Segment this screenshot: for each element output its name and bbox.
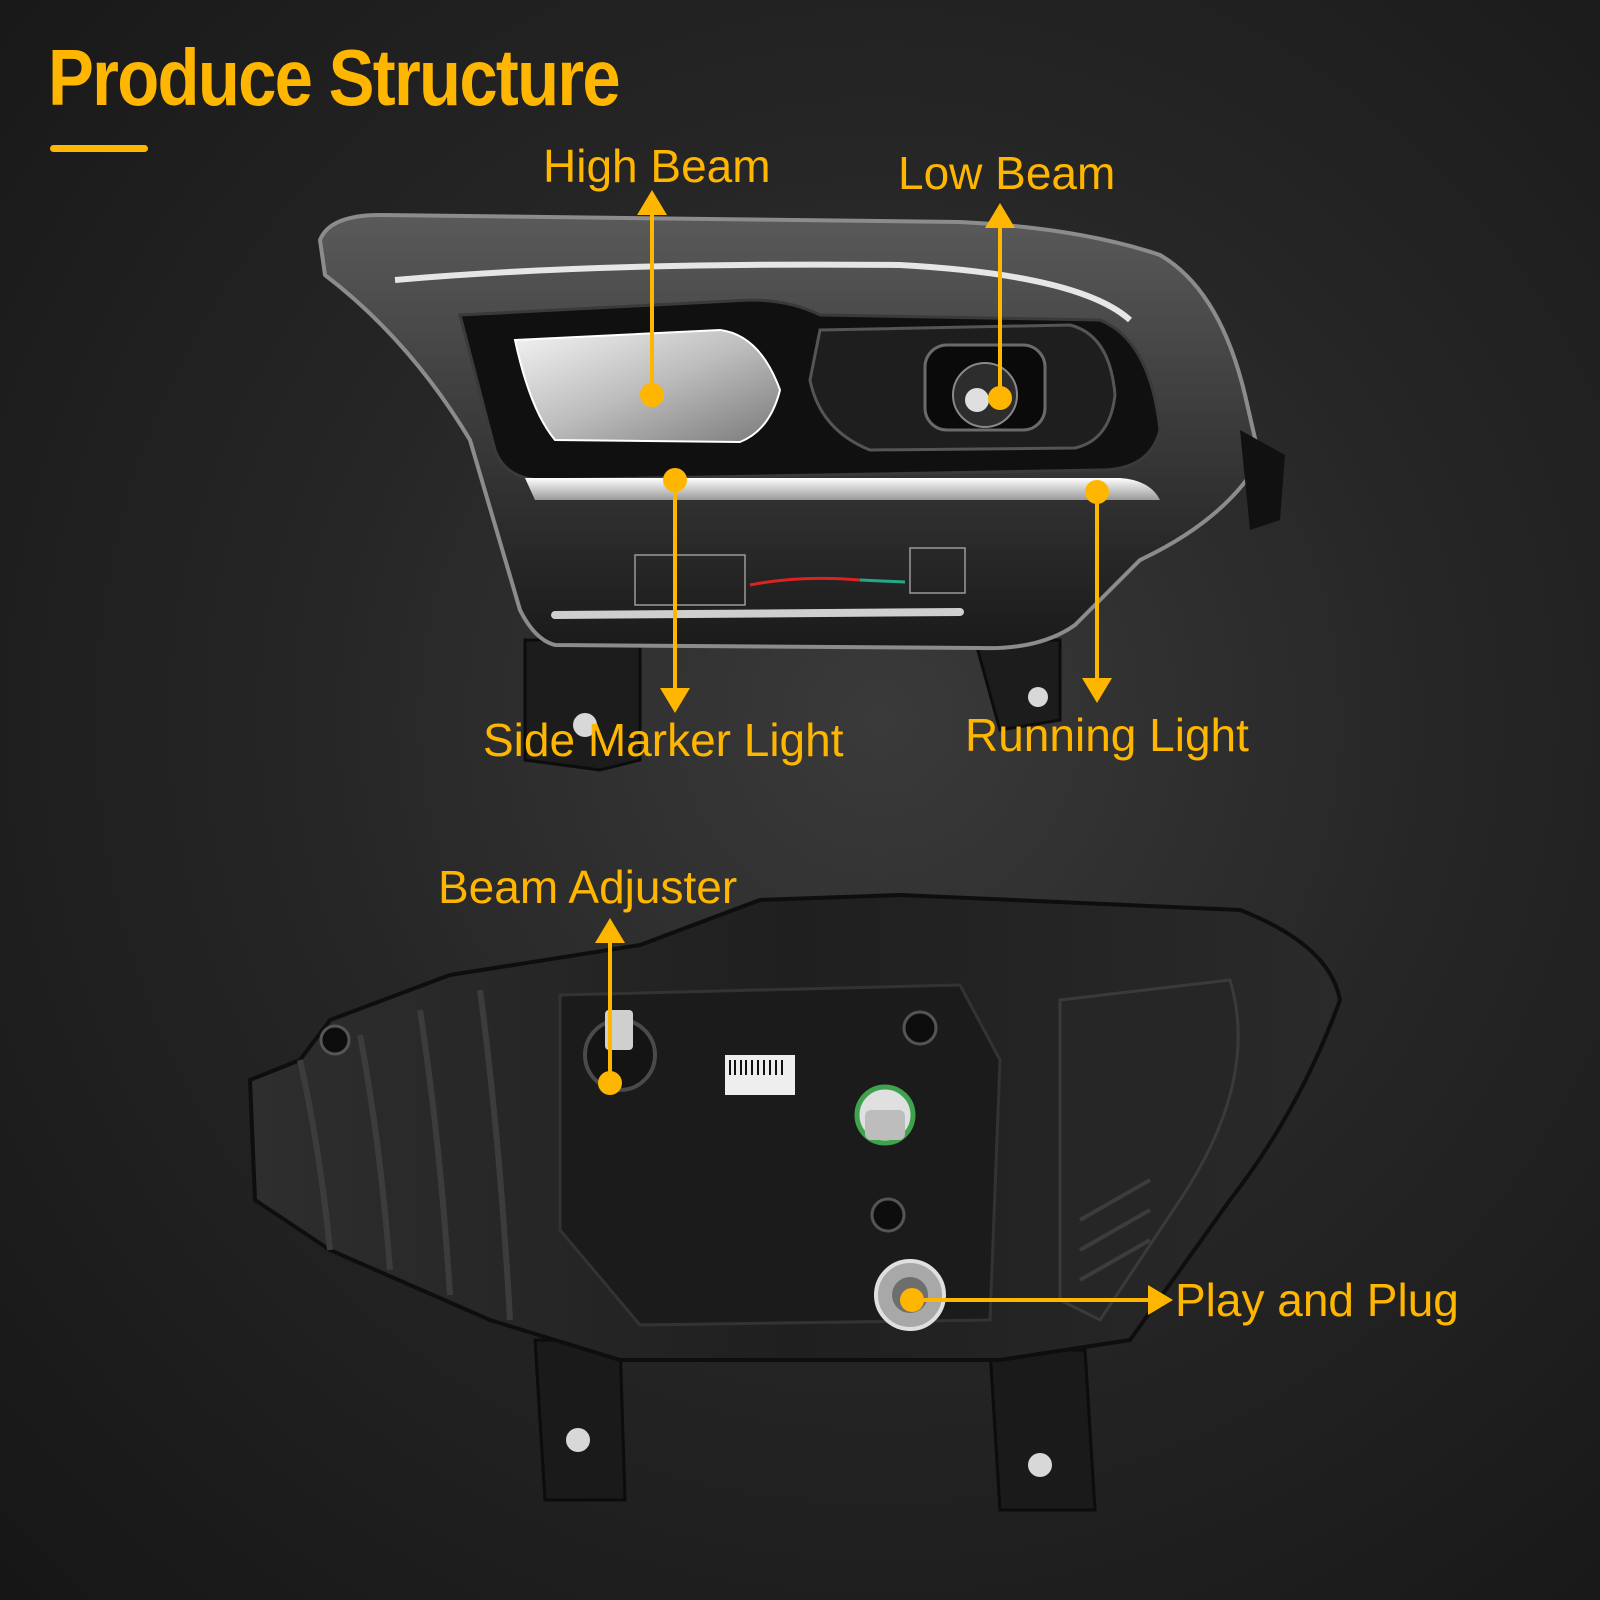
- flange-ribs: [1079, 1178, 1151, 1282]
- barcode-lines: [729, 1060, 783, 1075]
- drl-strip: [525, 478, 1160, 500]
- running-light-dot: [1085, 480, 1109, 504]
- play-plug-arrow: [1148, 1285, 1173, 1315]
- barcode-label: [725, 1055, 795, 1095]
- rear-mount-left: [533, 1338, 627, 1502]
- high-beam-dot: [640, 383, 664, 407]
- rear-mount-hole-right: [1028, 1453, 1052, 1477]
- headlamp-front-view: [317, 212, 1285, 772]
- label-play-and-plug: Play and Plug: [1175, 1274, 1459, 1326]
- title-underline: [50, 145, 148, 152]
- rib-2: [357, 1034, 393, 1271]
- label-high-beam: High Beam: [543, 140, 771, 192]
- side-marker-dot: [663, 468, 687, 492]
- lower-trim: [551, 608, 964, 619]
- projector-highlight: [965, 388, 989, 412]
- upper-trim: [394, 261, 1133, 323]
- label-beam-adjuster: Beam Adjuster: [438, 861, 738, 913]
- label-running-light: Running Light: [965, 709, 1249, 761]
- play-plug-dot: [900, 1288, 924, 1312]
- callouts: [595, 190, 1173, 1315]
- wire-green: [859, 578, 906, 584]
- mount-hole-left: [573, 713, 597, 737]
- side-connector: [1240, 430, 1285, 530]
- label-side-marker-light: Side Marker Light: [483, 714, 844, 766]
- page-title: Produce Structure: [48, 33, 621, 122]
- mount-hole-right: [1028, 687, 1048, 707]
- label-low-beam: Low Beam: [898, 147, 1116, 199]
- beam-adjuster-dot: [598, 1071, 622, 1095]
- rib-4: [477, 989, 513, 1321]
- date-code-grid-small: [909, 547, 966, 594]
- low-beam-arrow: [985, 203, 1015, 228]
- rib-1: [297, 1059, 333, 1251]
- screw-3: [319, 1024, 351, 1056]
- beam-adjuster-arrow: [595, 918, 625, 943]
- date-code-grid: [634, 554, 746, 606]
- wire-red: [749, 576, 861, 587]
- rear-mount-hole-left: [566, 1428, 590, 1452]
- rib-3: [417, 1009, 453, 1296]
- screw-2: [870, 1197, 906, 1233]
- bulb-connector-plug: [865, 1110, 905, 1140]
- rear-mount-right: [988, 1348, 1097, 1512]
- headlamp-rear-view: [247, 892, 1343, 1512]
- high-beam-arrow: [637, 190, 667, 215]
- rear-plate: [558, 983, 1002, 1327]
- side-marker-arrow: [660, 688, 690, 713]
- running-light-arrow: [1082, 678, 1112, 703]
- screw-1: [902, 1010, 938, 1046]
- low-beam-dot: [988, 386, 1012, 410]
